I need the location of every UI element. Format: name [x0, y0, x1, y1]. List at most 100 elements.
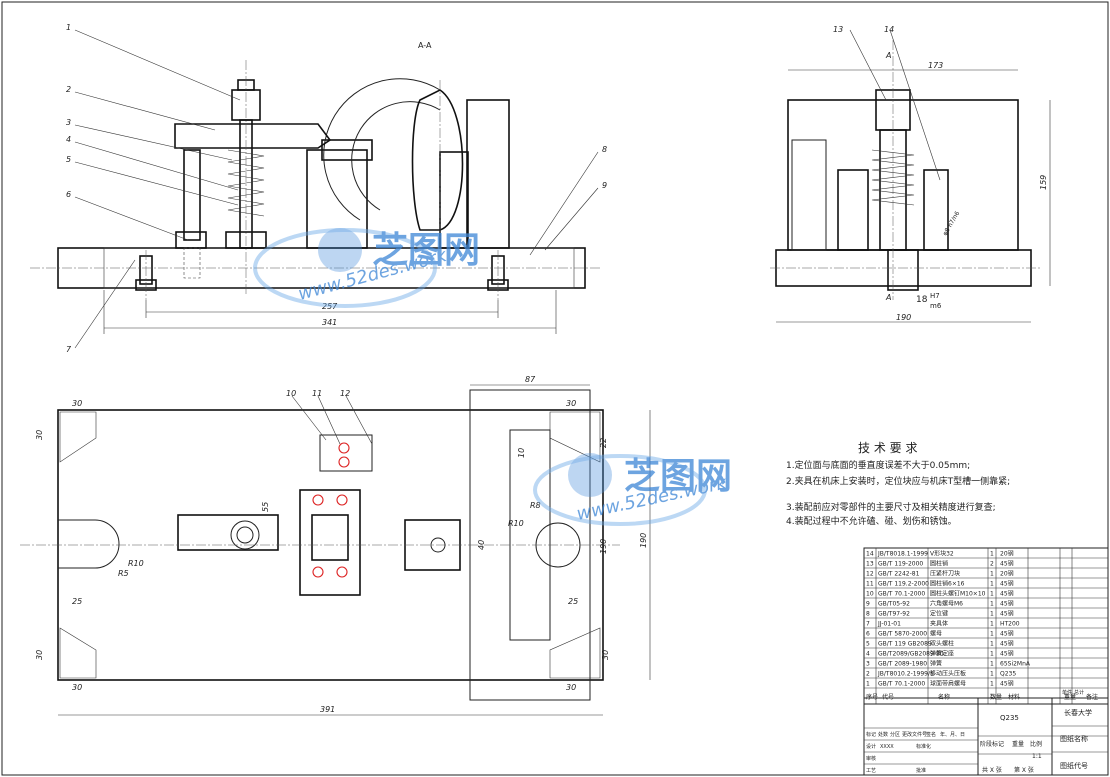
bom-cell: JB/T8018.1-1999	[877, 551, 928, 558]
leader-4: 4	[66, 135, 71, 144]
bom-cell: 1	[990, 581, 994, 588]
bom-cell: 1	[990, 651, 994, 658]
dim-40: 40	[477, 540, 486, 550]
dim-190: 190	[896, 313, 911, 322]
watermark-brand-bottom: 芝图网	[624, 456, 732, 497]
bom-cell: 1	[990, 681, 994, 688]
bom-cell: 20钢	[1000, 570, 1014, 578]
leader-9: 9	[602, 181, 607, 190]
bom-cell: 1	[990, 551, 994, 558]
bom-cell: 12	[866, 571, 874, 578]
bom-header-cell: 名称	[938, 693, 950, 701]
tb-count-label: 处数	[878, 731, 888, 738]
bom-cell: V形块32	[930, 550, 954, 558]
bom-cell: GB/T 119 GB2089	[878, 641, 932, 648]
tb-university: 长春大学	[1064, 708, 1092, 717]
bom-cell: GB/T 2089-1980	[878, 661, 927, 668]
fit-size: 18	[916, 295, 928, 305]
section-marker-bottom: A	[885, 293, 891, 302]
bom-cell: 45钢	[1000, 680, 1014, 688]
bom-header-cell: 代号	[882, 693, 894, 701]
dim-r10-right: R10	[508, 519, 524, 528]
technical-requirements: 技 术 要 求 1.定位面与底面的垂直度误差不大于0.05mm; 2.夹具在机床…	[786, 441, 1010, 527]
section-title: A-A	[418, 41, 432, 50]
bom-cell: GB/T97-92	[878, 611, 910, 618]
bom-cell: 14	[866, 551, 874, 558]
bom-cell: 1	[990, 571, 994, 578]
bom-header-cell: 材料	[1008, 693, 1020, 701]
bom-cell: Q235	[1000, 671, 1016, 678]
bom-cell: 1	[990, 591, 994, 598]
tb-sheet-no: 第 X 张	[1014, 766, 1034, 774]
bom-cell: 3	[866, 661, 870, 668]
dim-87: 87	[525, 375, 536, 384]
watermark-brand-top: 芝图网	[372, 230, 480, 271]
dim-159: 159	[1039, 175, 1048, 190]
bom-cell: 10	[866, 591, 874, 598]
dim-22: 22	[599, 438, 608, 448]
dim-25-left: 25	[72, 597, 82, 606]
tb-drawing-code: 图纸代号	[1060, 761, 1088, 770]
bom-cell: 1	[990, 641, 994, 648]
bom-cell: 2	[866, 671, 870, 678]
bom-cell: 11	[866, 581, 874, 588]
bom-cell: 1	[990, 621, 994, 628]
bom-cell: 45钢	[1000, 600, 1014, 608]
leader-10: 10	[286, 389, 296, 398]
bolt-fit: φ8 h7/n6	[942, 210, 962, 237]
bom-cell: 6	[866, 631, 870, 638]
bom-cell: GB/T 70.1-2000	[878, 681, 925, 688]
bom-cell: 4	[866, 651, 870, 658]
bom-cell: 45钢	[1000, 580, 1014, 588]
bom-cell: GB/T 2242-81	[878, 571, 920, 578]
bom-cell: 1	[990, 601, 994, 608]
bom-cell: JJ-01-01	[877, 621, 901, 628]
bom-cell: 45钢	[1000, 560, 1014, 568]
bom-cell: JB/T8010.2-1999/5	[877, 671, 934, 678]
bom-cell: 45钢	[1000, 630, 1014, 638]
bom-cell: GB/T 119-2000	[878, 561, 923, 568]
dim-190-plan: 190	[639, 533, 648, 548]
leader-11: 11	[312, 389, 322, 398]
bom-cell: 65Si2MnA	[1000, 661, 1031, 668]
bom-cell: 圆柱销6×16	[930, 580, 965, 588]
leader-3: 3	[66, 118, 71, 127]
tb-design-name: XXXX	[880, 744, 894, 750]
dim-257: 257	[322, 302, 338, 311]
bom-cell: 45钢	[1000, 640, 1014, 648]
bom-cell: 压紧杆刀块	[930, 570, 960, 578]
leader-8: 8	[602, 145, 607, 154]
dim-30-tl: 30	[72, 399, 82, 408]
bom-cell: 1	[866, 681, 870, 688]
bom-cell: 夹具体	[930, 620, 948, 628]
bom-cell: 9	[866, 601, 870, 608]
tech-req-item-4: 4.装配过程中不允许磕、碰、划伤和锈蚀。	[786, 515, 957, 527]
bom-cell: 45钢	[1000, 610, 1014, 618]
bom-header-sub: 单件	[1062, 689, 1072, 696]
tb-process-label: 工艺	[866, 768, 876, 774]
tb-change-label: 更改文件号	[902, 731, 927, 738]
dim-30-tr: 30	[566, 399, 576, 408]
dim-190-inner: 190	[599, 539, 608, 554]
bom-cell: 双头螺柱	[930, 640, 954, 648]
bom-cell: 1	[990, 611, 994, 618]
dim-173: 173	[928, 61, 943, 70]
bom-cell: 1	[990, 661, 994, 668]
dim-30-lt: 30	[35, 430, 44, 440]
bom-cell: 1	[990, 671, 994, 678]
fit-lower: m6	[930, 302, 942, 310]
tb-mark-label: 标记	[866, 731, 876, 738]
leader-5: 5	[66, 155, 71, 164]
tb-zone-label: 分区	[890, 731, 900, 738]
tb-review-label: 审核	[866, 755, 876, 762]
tb-scale: 1:1	[1032, 753, 1042, 760]
tb-material: Q235	[1000, 714, 1019, 722]
leader-7: 7	[66, 345, 72, 354]
tb-weight-label: 重量	[1012, 740, 1024, 748]
bom-cell: GB/T 70.1-2000	[878, 591, 925, 598]
tech-req-item-1: 1.定位面与底面的垂直度误差不大于0.05mm;	[786, 459, 970, 471]
tb-stage-label: 阶段标记	[980, 740, 1004, 748]
bom-cell: 20钢	[1000, 550, 1014, 558]
